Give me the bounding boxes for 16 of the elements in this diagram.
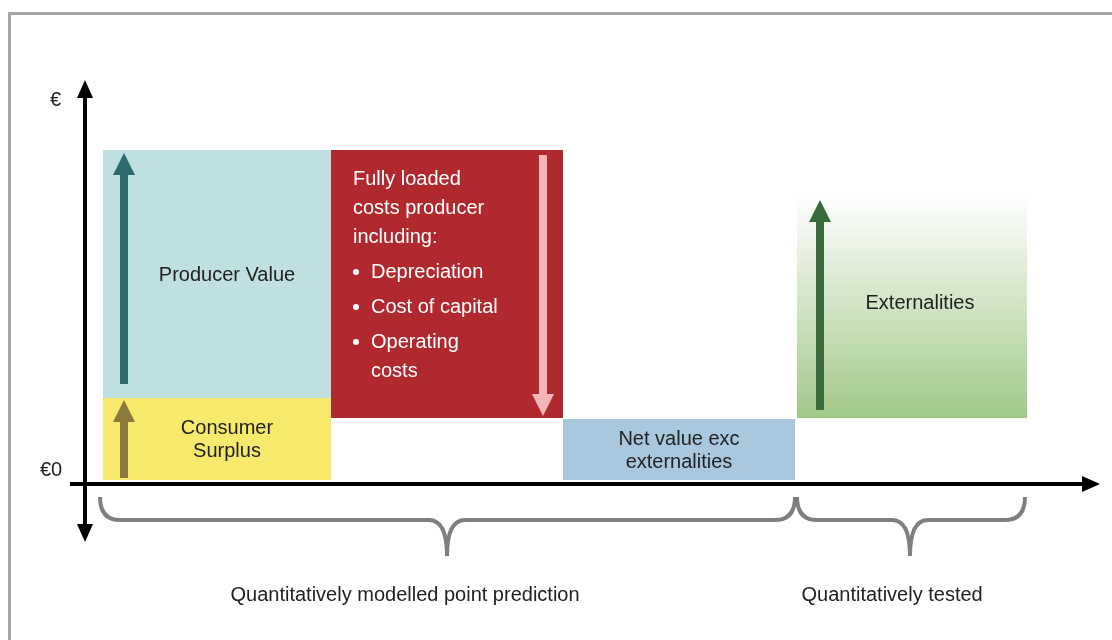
bar-label: Consumer Surplus [179, 416, 275, 462]
bullet-item: Cost of capital [371, 294, 498, 319]
bullet-item: Depreciation [371, 259, 484, 284]
net-value-bar [563, 419, 795, 480]
consumer-surplus-bar [103, 398, 331, 480]
axis-label: €0 [40, 458, 63, 481]
cost-bar [331, 150, 563, 418]
bar-label: Externalities [865, 291, 975, 314]
brace-label: Quantitatively tested [801, 583, 983, 606]
producer-value-bar [103, 150, 331, 398]
heading-text: Fully loaded costs producer including: [353, 166, 486, 249]
bar-label: Producer Value [158, 262, 296, 286]
bar-label: Net value exc externalities [617, 426, 741, 473]
brace-label: Quantitatively modelled point prediction [230, 583, 580, 606]
axis-label: € [50, 88, 62, 111]
bullet-item: Operating costs [371, 329, 460, 383]
